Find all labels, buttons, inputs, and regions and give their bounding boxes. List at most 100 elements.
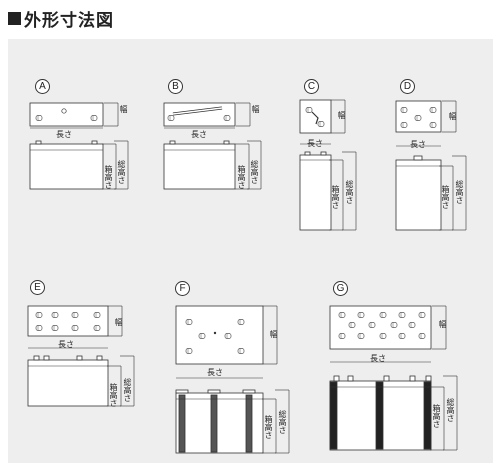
strap-icon: [311, 111, 319, 125]
figure-label-a: A: [35, 79, 50, 94]
terminal-icon: [390, 322, 398, 328]
length-label: 長さ: [207, 368, 223, 377]
terminal-icon: [35, 115, 43, 121]
terminal-icon: [317, 121, 325, 127]
total-height-label: 総高さ: [345, 180, 354, 204]
front-view: [27, 359, 109, 407]
terminal-icon: [408, 322, 416, 328]
terminal-icon: [224, 333, 232, 339]
front-terminal: [320, 151, 327, 156]
terminal-icon: [237, 348, 245, 354]
terminal-post: [329, 381, 338, 450]
terminal-icon: [418, 333, 426, 339]
figure-label-c: C: [304, 79, 319, 94]
terminal-icon: [357, 312, 365, 318]
width-label: 幅: [251, 105, 260, 113]
terminal-icon: [93, 325, 101, 331]
total-height-label: 総高さ: [278, 410, 287, 434]
top-view: [27, 305, 109, 337]
length-label: 長さ: [307, 139, 323, 148]
total-height-label: 総高さ: [123, 378, 132, 402]
front-terminal: [91, 140, 98, 145]
box-height-label: 箱高さ: [109, 383, 118, 407]
terminal-icon: [414, 115, 422, 121]
width-label: 幅: [438, 320, 447, 328]
front-terminal: [425, 375, 432, 382]
front-terminal: [43, 355, 50, 361]
figure-label-d: D: [400, 79, 415, 94]
front-terminal: [169, 140, 176, 145]
terminal-icon: [305, 107, 313, 113]
front-terminal: [76, 355, 83, 361]
front-view: [29, 143, 104, 190]
terminal-icon: [379, 312, 387, 318]
terminal-icon: [348, 322, 356, 328]
front-view: [163, 143, 236, 190]
width-label: 幅: [119, 105, 128, 113]
terminal-post: [178, 394, 186, 453]
front-terminal: [35, 140, 42, 145]
top-view: [29, 102, 104, 127]
box-height-label: 箱高さ: [441, 185, 450, 209]
box-height-label: 箱高さ: [104, 165, 113, 189]
terminal-icon: [185, 319, 193, 325]
total-height-label: 総高さ: [250, 160, 259, 184]
terminal-icon: [198, 333, 206, 339]
terminal-icon: [51, 312, 59, 318]
terminal-icon: [379, 333, 387, 339]
front-terminal: [207, 389, 221, 394]
length-label: 長さ: [191, 130, 207, 139]
front-terminal: [96, 355, 103, 361]
terminal-icon: [429, 107, 437, 113]
width-label: 幅: [448, 112, 457, 120]
front-view: [395, 159, 442, 231]
terminal-icon: [71, 325, 79, 331]
top-view: [299, 99, 332, 134]
front-terminal: [347, 375, 354, 382]
figure-label-g: G: [333, 281, 348, 296]
terminal-post: [245, 394, 253, 453]
length-label: 長さ: [58, 340, 74, 349]
terminal-icon: [357, 333, 365, 339]
front-terminal: [223, 140, 230, 145]
terminal-icon: [93, 312, 101, 318]
top-view: [329, 305, 432, 350]
terminal-icon: [35, 325, 43, 331]
terminal-icon: [368, 322, 376, 328]
terminal-post: [375, 381, 384, 450]
total-height-label: 総高さ: [117, 160, 126, 184]
terminal-icon: [237, 319, 245, 325]
top-view: [175, 305, 264, 365]
front-terminal: [409, 375, 416, 382]
vent-icon: [213, 331, 217, 335]
length-label: 長さ: [410, 140, 426, 149]
terminal-icon: [71, 312, 79, 318]
terminal-post: [423, 381, 432, 450]
box-height-label: 箱高さ: [432, 404, 441, 428]
width-label: 幅: [337, 111, 346, 119]
terminal-icon: [185, 348, 193, 354]
terminal-icon: [90, 115, 98, 121]
width-label: 幅: [269, 330, 278, 338]
figure-label-f: F: [175, 281, 190, 296]
front-terminal: [33, 355, 40, 361]
terminal-icon: [400, 122, 408, 128]
figure-label-e: E: [30, 280, 45, 295]
terminal-icon: [398, 333, 406, 339]
terminal-icon: [51, 325, 59, 331]
width-label: 幅: [114, 318, 123, 326]
front-terminal: [304, 151, 311, 156]
terminal-post: [210, 394, 218, 453]
terminal-icon: [398, 312, 406, 318]
length-label: 長さ: [370, 354, 386, 363]
box-height-label: 箱高さ: [264, 415, 273, 439]
box-height-label: 箱高さ: [331, 185, 340, 209]
figure-label-b: B: [168, 79, 183, 94]
